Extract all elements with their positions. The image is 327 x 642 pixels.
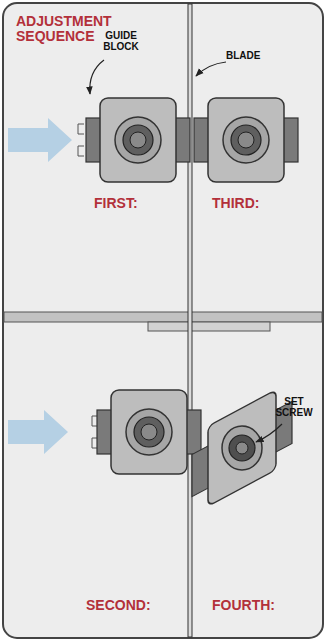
guide-block	[86, 98, 190, 182]
panel	[3, 3, 323, 638]
part-label: BLADE	[226, 50, 276, 61]
arrow	[8, 410, 68, 454]
step-label: THIRD:	[212, 196, 292, 211]
leader-line	[90, 60, 104, 94]
arrow	[8, 118, 72, 162]
leader-line	[196, 62, 226, 76]
step-label: SECOND:	[86, 598, 176, 613]
part-label: GUIDE BLOCK	[96, 30, 146, 52]
guide-block	[97, 390, 201, 474]
leader-line	[256, 424, 282, 442]
motion-mark	[78, 124, 84, 156]
step-label: FOURTH:	[212, 598, 302, 613]
table-band	[4, 312, 322, 322]
guide-block	[194, 98, 298, 182]
blade	[188, 4, 192, 637]
set-screw	[222, 426, 262, 470]
part-label: SET SCREW	[268, 396, 320, 418]
step-label: FIRST:	[94, 196, 174, 211]
throat-plate	[148, 322, 270, 331]
guide-block	[192, 381, 292, 514]
